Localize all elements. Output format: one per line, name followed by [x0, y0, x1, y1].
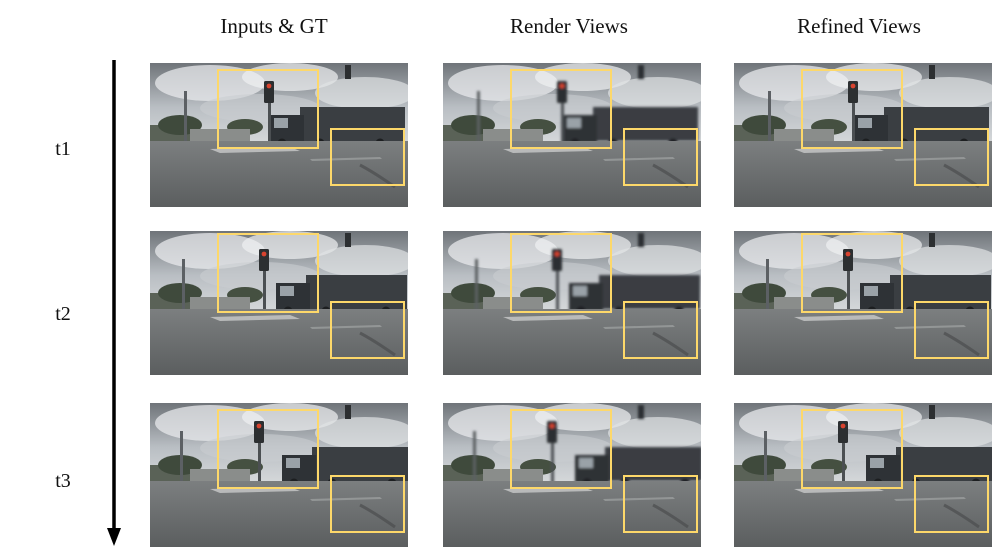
row-label-t3: t3	[55, 470, 71, 492]
row-label-t1: t1	[55, 138, 71, 160]
highlight-box-traffic-light	[217, 69, 319, 149]
column-header-refined-views: Refined Views	[797, 14, 921, 38]
highlight-box-road	[623, 128, 698, 186]
image-t1-refined-views	[734, 63, 992, 207]
image-t2-refined-views	[734, 231, 992, 375]
highlight-box-road	[914, 301, 989, 359]
image-t1-inputs-gt	[150, 63, 408, 207]
highlight-box-traffic-light	[217, 233, 319, 313]
highlight-box-road	[623, 301, 698, 359]
highlight-box-traffic-light	[510, 409, 612, 489]
highlight-box-road	[330, 475, 405, 533]
image-t3-refined-views	[734, 403, 992, 547]
image-t2-inputs-gt	[150, 231, 408, 375]
highlight-box-traffic-light	[217, 409, 319, 489]
image-t2-render-views	[443, 231, 701, 375]
highlight-box-traffic-light	[510, 69, 612, 149]
column-header-inputs-gt: Inputs & GT	[220, 14, 328, 38]
highlight-box-traffic-light	[801, 409, 903, 489]
image-t1-render-views	[443, 63, 701, 207]
highlight-box-road	[914, 128, 989, 186]
image-t3-render-views	[443, 403, 701, 547]
highlight-box-traffic-light	[801, 69, 903, 149]
highlight-box-traffic-light	[801, 233, 903, 313]
highlight-box-road	[330, 301, 405, 359]
column-header-render-views: Render Views	[510, 14, 628, 38]
highlight-box-road	[330, 128, 405, 186]
time-arrow	[107, 60, 121, 546]
highlight-box-road	[623, 475, 698, 533]
row-label-t2: t2	[55, 303, 71, 325]
highlight-box-road	[914, 475, 989, 533]
image-t3-inputs-gt	[150, 403, 408, 547]
highlight-box-traffic-light	[510, 233, 612, 313]
